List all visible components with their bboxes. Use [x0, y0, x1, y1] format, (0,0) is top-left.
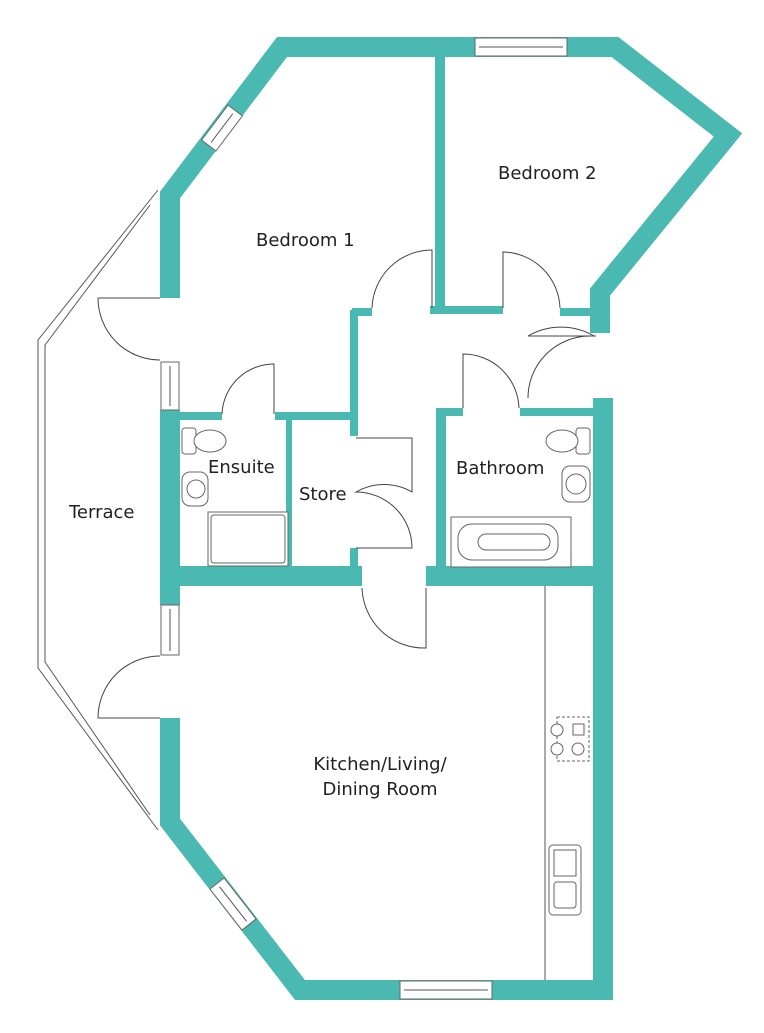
windows — [160, 37, 568, 1000]
interior-walls — [170, 57, 612, 586]
room-label-bedroom-1: Bedroom 1 — [256, 230, 355, 251]
doors — [97, 249, 596, 719]
room-label-terrace: Terrace — [69, 502, 135, 523]
room-label-kitchen: Kitchen/Living/ Dining Room — [300, 752, 460, 802]
fixtures — [181, 427, 591, 980]
room-label-bedroom-2: Bedroom 2 — [498, 163, 597, 184]
terrace-outline — [37, 189, 159, 831]
room-label-store: Store — [299, 484, 347, 505]
room-label-ensuite: Ensuite — [208, 457, 275, 478]
room-label-kitchen-line1: Kitchen/Living/ — [313, 754, 447, 775]
room-label-bathroom: Bathroom — [456, 458, 545, 479]
room-label-kitchen-line2: Dining Room — [322, 779, 438, 800]
